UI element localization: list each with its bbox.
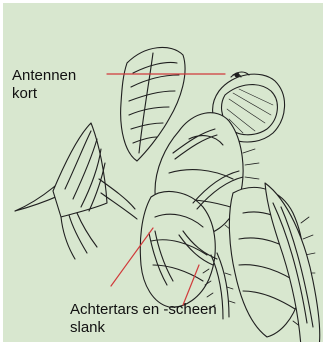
antennae-label-line2: kort [12, 85, 76, 103]
antennae-label-line1: Antennen [12, 67, 76, 85]
lower-body-drawing [140, 192, 215, 308]
antennae-label: Antennen kort [12, 67, 76, 103]
hind-tarsi-label: Achtertars en -scheen slank [70, 301, 217, 337]
hind-tarsi-label-line2: slank [70, 319, 217, 337]
fly-illustration [3, 3, 326, 345]
hind-tarsi-label-line1: Achtertars en -scheen [70, 301, 217, 319]
proboscis-drawing [15, 123, 137, 259]
